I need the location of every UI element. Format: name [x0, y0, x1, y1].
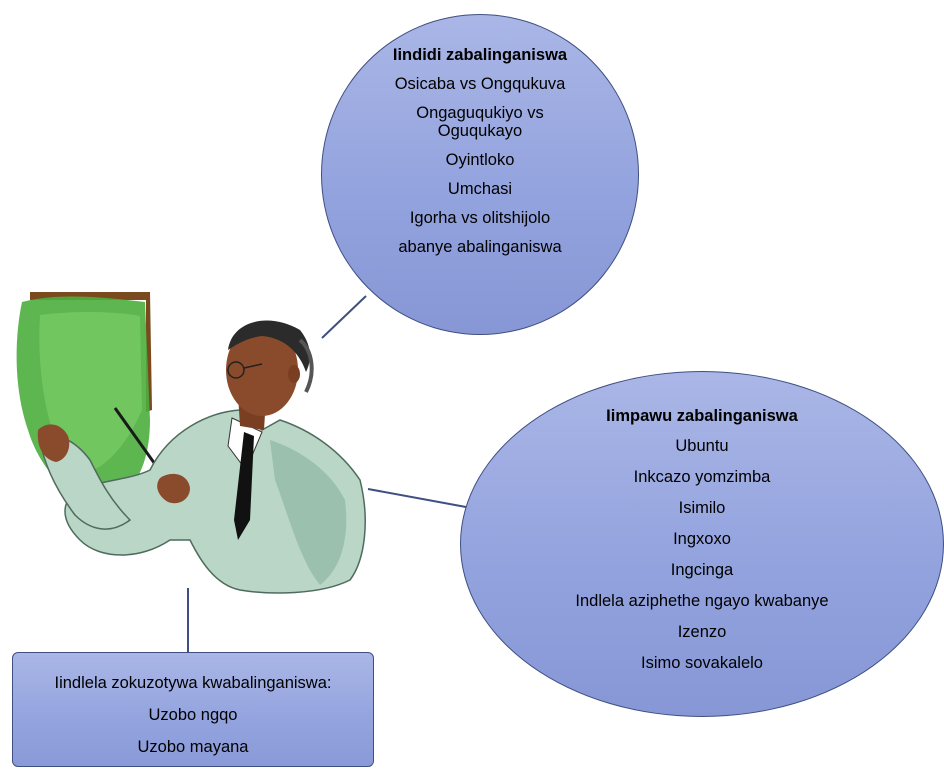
list-item: Uzobo mayana [137, 738, 249, 756]
head [226, 324, 298, 416]
list-item: Indlela aziphethe ngayo kwabanye [575, 592, 829, 610]
list-item: Ubuntu [675, 437, 729, 455]
list-item: Izenzo [677, 623, 727, 641]
list-item: Osicaba vs Ongqukuva [394, 75, 566, 93]
connector-right [367, 488, 467, 508]
list-item: abanye abalinganiswa [398, 238, 562, 256]
list-item: Isimilo [678, 499, 726, 517]
necktie [234, 432, 254, 540]
bubble-character-types-heading: Iindidi zabalinganiswa [392, 46, 568, 64]
bubble-character-traits-heading: Iimpawu zabalinganiswa [606, 407, 798, 425]
list-item: Ingxoxo [673, 530, 731, 548]
bubble-character-types: Iindidi zabalinganiswa Osicaba vs Ongquk… [321, 14, 639, 335]
connector-top [321, 295, 367, 339]
box-heading: Iindlela zokuzotywa kwabalinganiswa: [54, 674, 332, 692]
glasses [227, 361, 245, 379]
list-item: Umchasi [447, 180, 513, 198]
hand-right [157, 473, 190, 504]
list-item: Ongaguqukiyo vs Oguqukayo [416, 104, 544, 140]
presenter-clipart [16, 292, 366, 594]
box-characterization-methods: Iindlela zokuzotywa kwabalinganiswa: Uzo… [12, 652, 374, 767]
hair [228, 320, 310, 372]
list-item: Inkcazo yomzimba [633, 468, 771, 486]
bubble-character-traits: Iimpawu zabalinganiswa Ubuntu Inkcazo yo… [460, 371, 944, 717]
list-item: Ingcinga [670, 561, 734, 579]
list-item: Isimo sovakalelo [641, 654, 763, 672]
hand-left [37, 424, 70, 462]
list-item: Igorha vs olitshijolo [409, 209, 551, 227]
pointing-arm [39, 435, 132, 530]
list-item: Uzobo ngqo [148, 706, 238, 724]
list-item: Oyintloko [445, 151, 515, 169]
